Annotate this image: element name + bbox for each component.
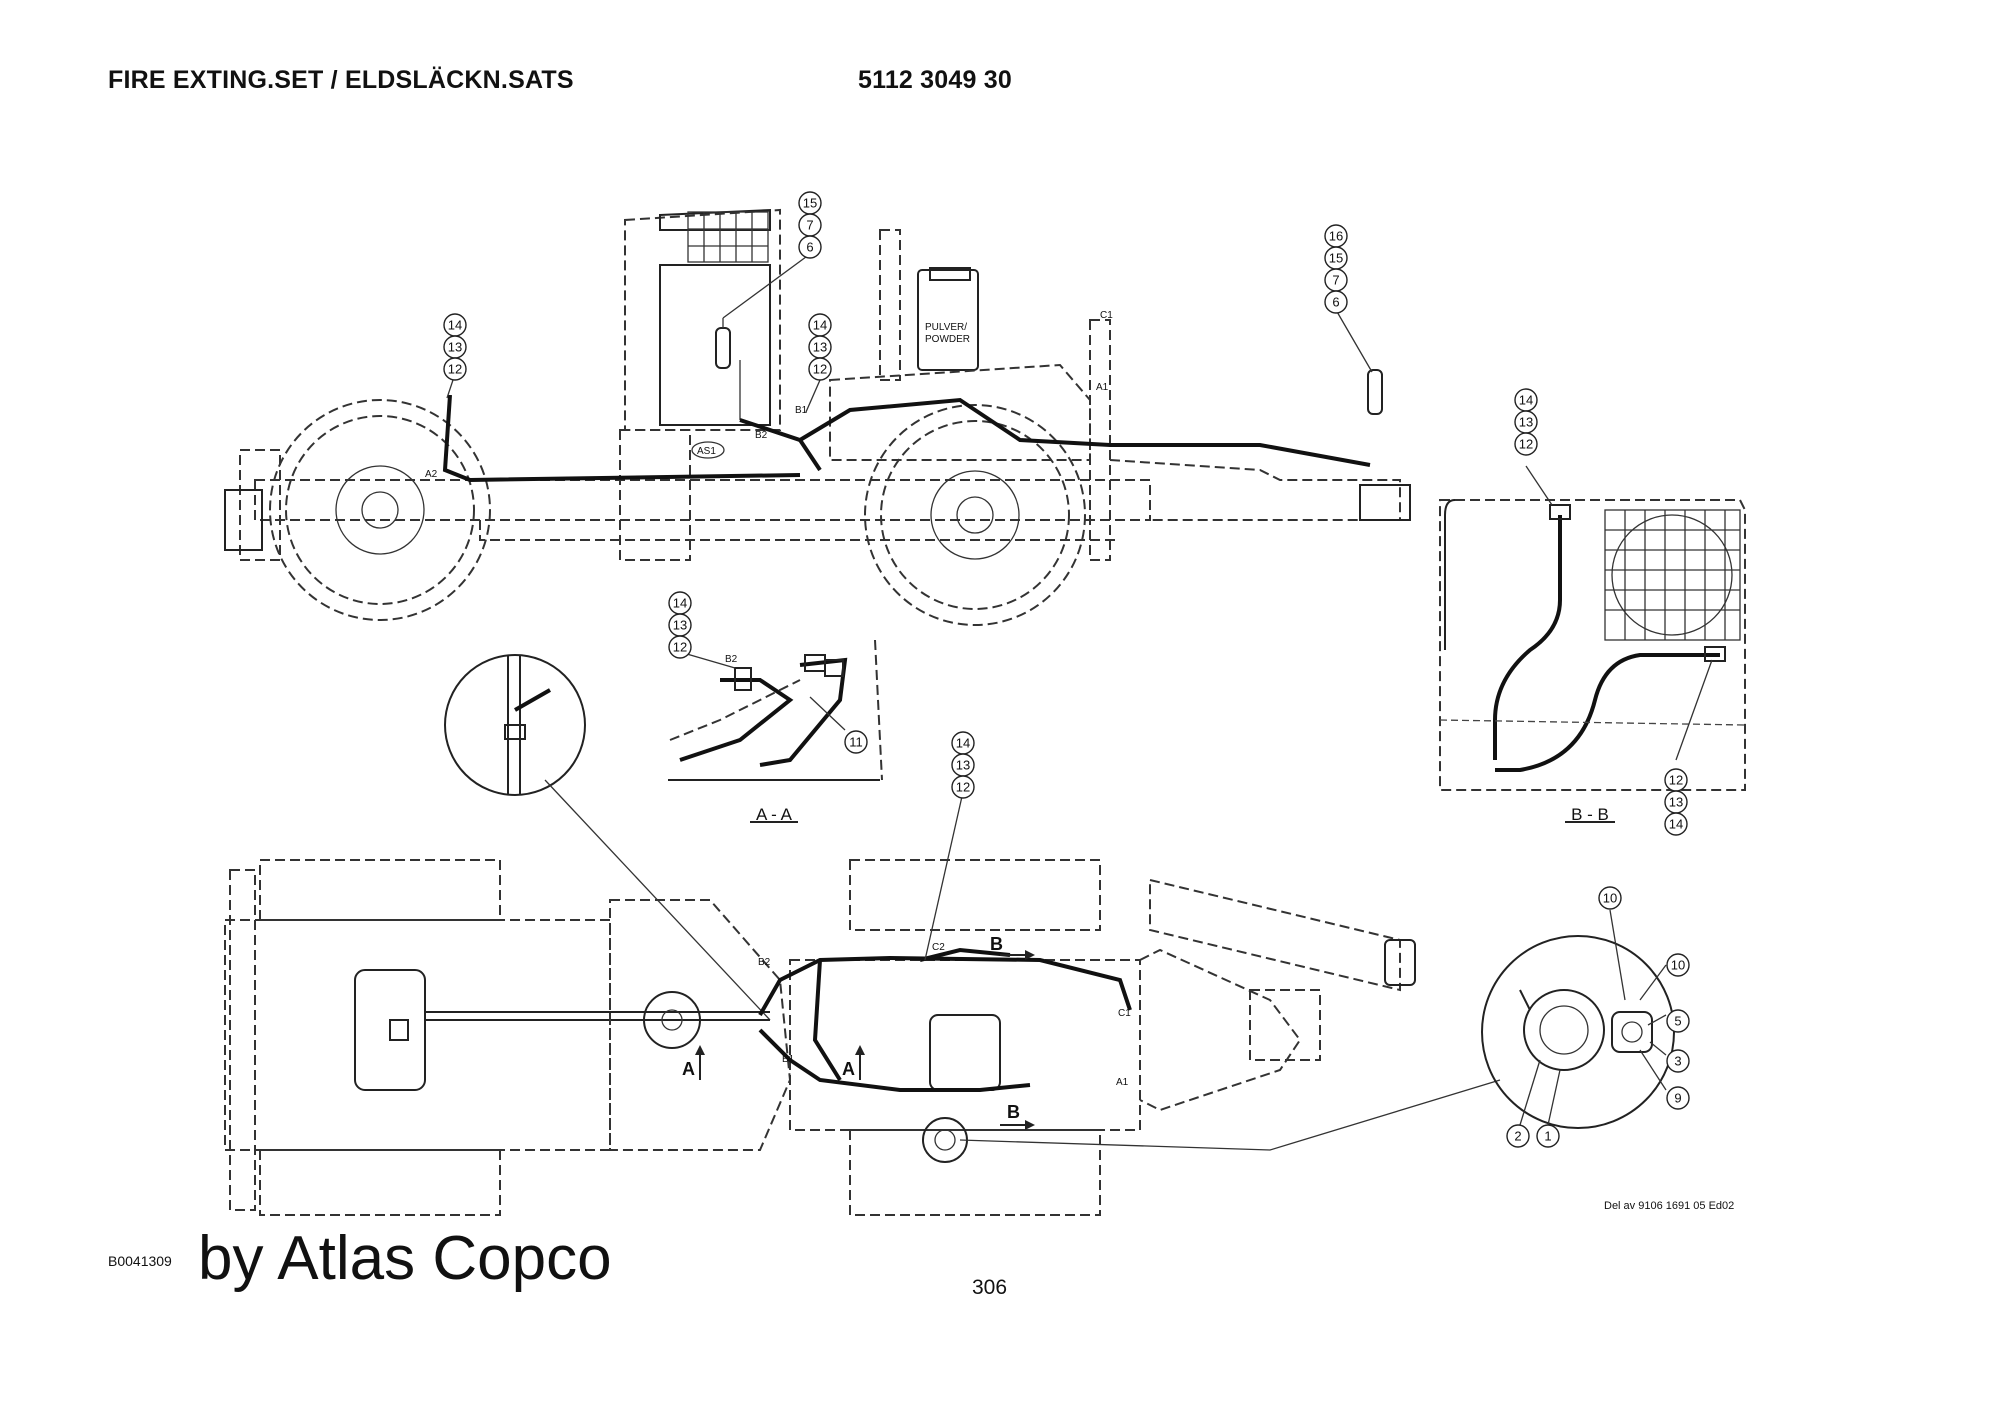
callouts-section-bb-top: 14 13 12: [1514, 388, 1538, 456]
svg-text:14: 14: [1519, 393, 1533, 408]
label-b2-plan: B2: [758, 957, 771, 968]
svg-text:15: 15: [803, 196, 817, 211]
section-a-arrows: A A: [682, 1045, 865, 1080]
callouts-detail-right: 10 5 3 9: [1666, 953, 1690, 1110]
svg-text:3: 3: [1674, 1054, 1681, 1069]
svg-text:11: 11: [849, 735, 863, 750]
drawing-code: B0041309: [108, 1253, 172, 1269]
powder-tank: PULVER/ POWDER: [917, 267, 979, 371]
svg-text:2: 2: [1514, 1129, 1521, 1144]
label-as1: AS1: [691, 441, 725, 459]
tank-label-1: PULVER/: [925, 322, 967, 333]
label-a1-plan: A1: [1116, 1077, 1129, 1088]
svg-text:12: 12: [813, 362, 827, 377]
section-bb-view: B - B: [1439, 465, 1746, 824]
label-a1-side: A1: [1096, 382, 1109, 393]
page-number: 306: [972, 1276, 1008, 1299]
rear-wheel: [269, 399, 491, 621]
svg-text:13: 13: [1519, 415, 1533, 430]
svg-text:13: 13: [1669, 795, 1683, 810]
callouts-detail-bottom: 2 1: [1506, 1124, 1560, 1148]
svg-text:B: B: [990, 934, 1003, 954]
svg-text:14: 14: [673, 596, 687, 611]
svg-text:7: 7: [806, 218, 813, 233]
part-number: 5112 3049 30: [858, 66, 1012, 94]
front-wheel: [864, 404, 1086, 626]
callouts-side-mid: 14 13 12: [808, 313, 832, 381]
section-b-arrows: B B: [990, 934, 1035, 1130]
svg-text:10: 10: [1671, 958, 1685, 973]
svg-text:6: 6: [1332, 295, 1339, 310]
svg-text:14: 14: [813, 318, 827, 333]
callouts-detail-top: 10: [1598, 886, 1622, 910]
svg-text:AS1: AS1: [697, 446, 716, 457]
label-c2-plan: C2: [932, 942, 945, 953]
plan-view-machine: B2 B1 C2 C1 A1 A A B B: [224, 791, 1501, 1216]
svg-text:13: 13: [448, 340, 462, 355]
cab: [619, 208, 781, 561]
bottle-detail: [1481, 909, 1675, 1129]
svg-text:5: 5: [1674, 1014, 1681, 1029]
credit-text: by Atlas Copco: [198, 1224, 612, 1293]
svg-text:7: 7: [1332, 273, 1339, 288]
svg-text:14: 14: [1669, 817, 1683, 832]
svg-text:9: 9: [1674, 1091, 1681, 1106]
svg-text:B: B: [1007, 1102, 1020, 1122]
svg-text:12: 12: [448, 362, 462, 377]
callouts-side-cab: 15 7 6: [798, 191, 822, 259]
section-aa-view: B2 A - A: [668, 639, 883, 824]
svg-text:12: 12: [956, 780, 970, 795]
callouts-section-aa-top: 14 13 12: [668, 591, 692, 659]
hose-junction-detail: [444, 654, 771, 1021]
cab-extinguisher: [715, 318, 741, 420]
svg-text:A: A: [842, 1059, 855, 1079]
label-c1-side: C1: [1100, 310, 1113, 321]
front-extinguisher: [1359, 369, 1411, 521]
callouts-section-bb-bottom: 12 13 14: [1664, 768, 1688, 836]
label-b1-plan: B1: [782, 1054, 795, 1065]
label-a2: A2: [425, 469, 438, 480]
svg-text:6: 6: [806, 240, 813, 255]
svg-text:14: 14: [956, 736, 970, 751]
callouts-side-right: 16 15 7 6: [1324, 224, 1348, 314]
label-b1-side: B1: [795, 405, 808, 416]
svg-text:1: 1: [1544, 1129, 1551, 1144]
svg-text:12: 12: [1669, 773, 1683, 788]
callouts-plan-center: 14 13 12: [951, 731, 975, 799]
svg-text:A: A: [682, 1059, 695, 1079]
source-reference: Del av 9106 1691 05 Ed02: [1604, 1200, 1735, 1212]
svg-text:13: 13: [813, 340, 827, 355]
tank-label-2: POWDER: [925, 334, 970, 345]
label-c1-plan: C1: [1118, 1008, 1131, 1019]
svg-text:15: 15: [1329, 251, 1343, 266]
label-b2-aa: B2: [725, 654, 738, 665]
svg-text:13: 13: [956, 758, 970, 773]
side-view-machine: PULVER/ POWDER A2 B1 B2 C1 A1 AS1: [224, 208, 1411, 626]
page-title: FIRE EXTING.SET / ELDSLÄCKN.SATS: [108, 66, 574, 94]
svg-text:12: 12: [1519, 437, 1533, 452]
svg-text:16: 16: [1329, 229, 1343, 244]
svg-text:13: 13: [673, 618, 687, 633]
section-bb-label: B - B: [1571, 805, 1609, 824]
svg-text:12: 12: [673, 640, 687, 655]
section-aa-label: A - A: [756, 805, 793, 824]
svg-text:10: 10: [1603, 891, 1617, 906]
callouts-section-aa-side: 11: [844, 730, 868, 754]
svg-text:14: 14: [448, 318, 462, 333]
label-b2-side: B2: [755, 430, 768, 441]
callouts-side-left: 14 13 12: [443, 313, 467, 381]
